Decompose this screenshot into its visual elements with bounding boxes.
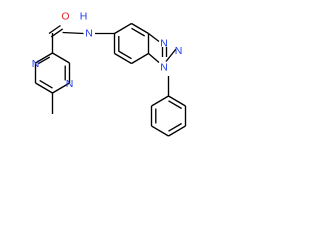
oxygen-label: O [61, 10, 69, 22]
bond-pyrazine-n1-c2 [52, 52, 70, 64]
amide-hydrogen-label: H [80, 10, 88, 22]
molecule-drawing: O H N N N N N N [32, 10, 187, 137]
triazole-middle-nitrogen-label: N [175, 45, 183, 57]
bond-lines [34, 22, 187, 137]
bond-triazole-c5-n3 [148, 52, 160, 64]
bond-phenyl-c6-c1-double [168, 100, 182, 110]
bond-benzo-c5-c6 [114, 52, 132, 65]
bond-pyrazine-n4-c5-double [39, 79, 53, 89]
bond-triazole-n2-n3 [165, 48, 177, 62]
bond-phenyl-c4-c5-double [168, 122, 182, 132]
bond-benzo-c5-c6-double [118, 50, 132, 60]
bond-pyrazine-n4-c5 [35, 82, 53, 94]
triazole-top-nitrogen-label: N [160, 37, 168, 49]
bond-phenyl-c4-c5 [168, 125, 186, 137]
bond-triazole-c4-n1 [148, 32, 160, 43]
bond-benzo-c1-c2 [114, 22, 132, 35]
triazole-bottom-nitrogen-label: N [160, 61, 168, 73]
bond-pyrazine-c2-c3-double [38, 56, 51, 65]
pyrazine-top-nitrogen-label: N [32, 58, 40, 70]
chemical-structure-canvas: O H N N N N N N [0, 0, 206, 182]
bond-pyrazine-c2-c3 [35, 52, 53, 64]
bond-pyrazine-c5-c6 [52, 82, 70, 94]
bond-phenyl-c3-c4 [151, 125, 169, 137]
bond-benzo-c2-c3-double [131, 27, 146, 37]
bond-carbonyl-nitrogen [62, 31, 84, 35]
amide-nitrogen-label: N [85, 27, 93, 39]
bond-phenyl-c6-c1 [168, 95, 186, 107]
bond-benzo-c2-c3 [131, 22, 149, 35]
atom-labels: O H N N N N N N [32, 10, 183, 90]
bond-benzo-c4-c5 [131, 52, 149, 65]
bond-carbonyl-oxygen [48, 24, 61, 35]
pyrazine-bottom-nitrogen-label: N [66, 78, 74, 90]
bond-phenyl-c1-c2 [151, 95, 169, 107]
